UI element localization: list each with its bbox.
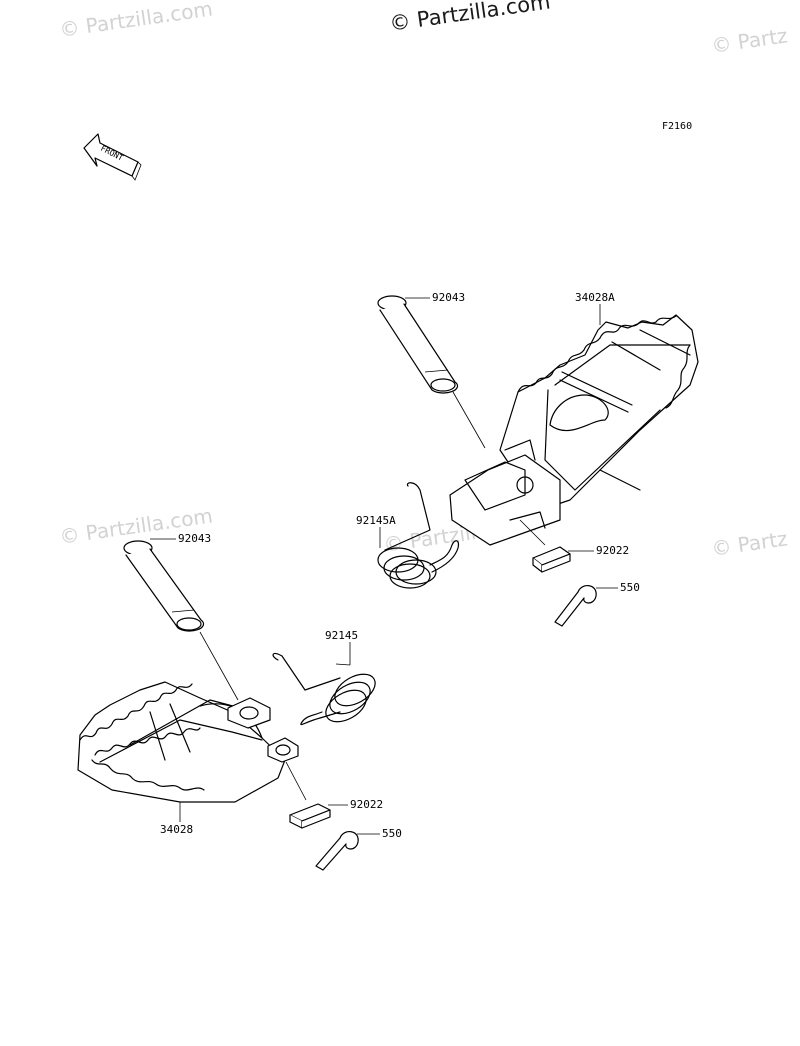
- lower-spring: [272, 652, 376, 726]
- lower-washer: [289, 803, 331, 829]
- lower-cotter: [315, 831, 359, 871]
- label-lower-cotter: 550: [382, 827, 402, 840]
- label-upper-spring: 92145A: [356, 514, 396, 527]
- upper-footpeg: [449, 314, 699, 546]
- label-upper-cotter: 550: [620, 581, 640, 594]
- upper-cotter: [554, 585, 597, 627]
- lower-footpeg: [77, 681, 307, 803]
- upper-washer: [532, 546, 571, 573]
- label-lower-spring: 92145: [325, 629, 359, 642]
- label-lower-washer: 92022: [350, 798, 384, 811]
- label-upper-washer: 92022: [596, 544, 630, 557]
- label-lower-pin: 92043: [178, 532, 212, 545]
- upper-spring: [377, 482, 460, 589]
- diagram-code: F2160: [662, 121, 693, 132]
- label-upper-footpeg: 34028A: [575, 291, 615, 304]
- lower-pin: [123, 540, 239, 701]
- label-lower-footpeg: 34028: [160, 823, 194, 836]
- leader-lines: [150, 297, 618, 835]
- front-arrow-icon: FRONT: [83, 133, 142, 181]
- upper-pin: [377, 295, 486, 449]
- label-upper-pin: 92043: [432, 291, 466, 304]
